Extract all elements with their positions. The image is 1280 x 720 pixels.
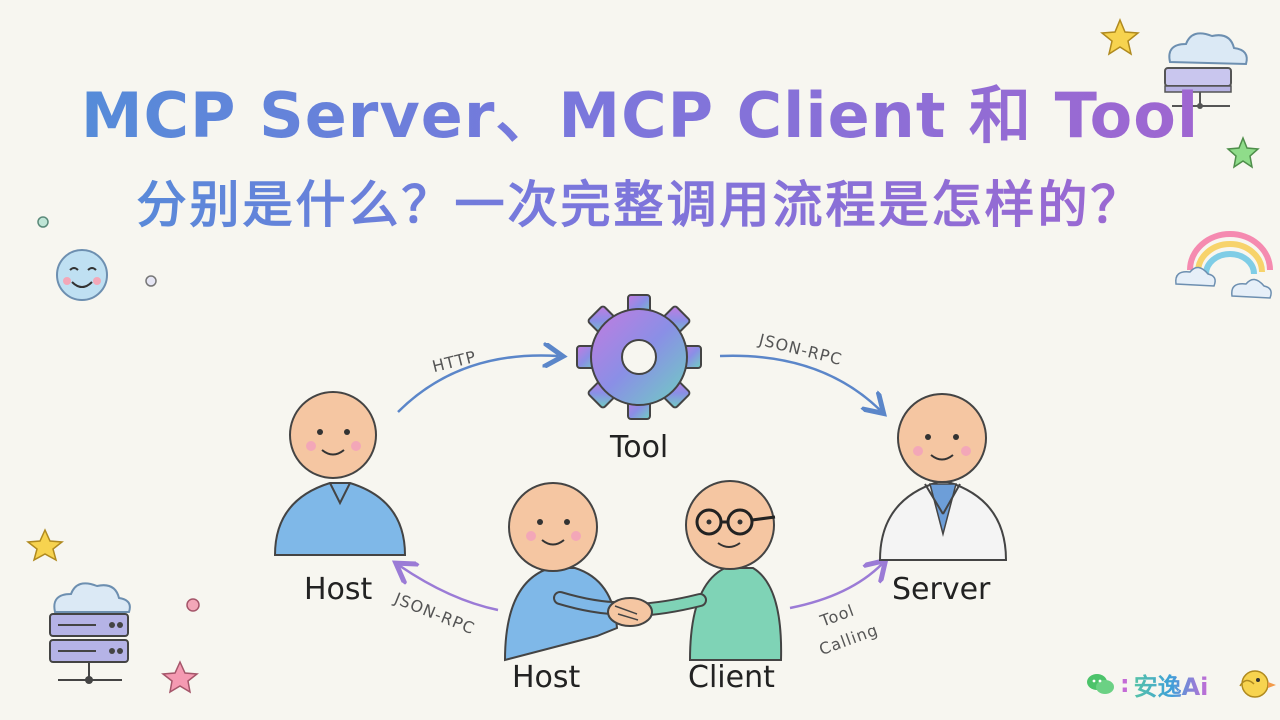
client-figure (623, 480, 783, 661)
wechat-icon (1087, 674, 1114, 694)
brand-name: 安逸Ai (1134, 667, 1209, 702)
star-icon (161, 660, 199, 694)
star-icon (26, 528, 64, 562)
tool-label: Tool (610, 430, 669, 465)
cloud-server-icon (1164, 32, 1248, 109)
host-label: Host (304, 572, 373, 607)
rainbow-icon (1175, 231, 1273, 299)
arrow-return-to-host (400, 566, 499, 612)
bird-icon (1239, 670, 1276, 698)
handshake-icon (607, 597, 653, 627)
star-icon (1226, 135, 1260, 169)
gear-icon (576, 294, 702, 420)
server-figure (878, 393, 1008, 561)
page-subtitle: 分别是什么？一次完整调用流程是怎样的？ (0, 172, 1280, 238)
star-icon (1100, 18, 1140, 56)
arrow-client-to-server (789, 564, 882, 610)
host-figure (273, 391, 407, 556)
host-bottom-figure (503, 482, 637, 662)
brand-separator: : (1120, 670, 1130, 698)
host-bottom-label: Host (512, 660, 581, 695)
dot-icon (145, 275, 157, 287)
dot-icon (186, 598, 200, 612)
brand-watermark: : 安逸Ai (1086, 667, 1209, 702)
smiley-sun-icon (56, 249, 108, 301)
arrow-tool-to-server (719, 354, 880, 410)
server-label: Server (892, 572, 991, 607)
page-title: MCP Server、MCP Client 和 Tool (0, 78, 1280, 154)
arrow-host-to-tool (397, 355, 558, 413)
client-label: Client (688, 660, 775, 695)
dot-icon (37, 216, 49, 228)
server-stack-icon (49, 582, 131, 684)
